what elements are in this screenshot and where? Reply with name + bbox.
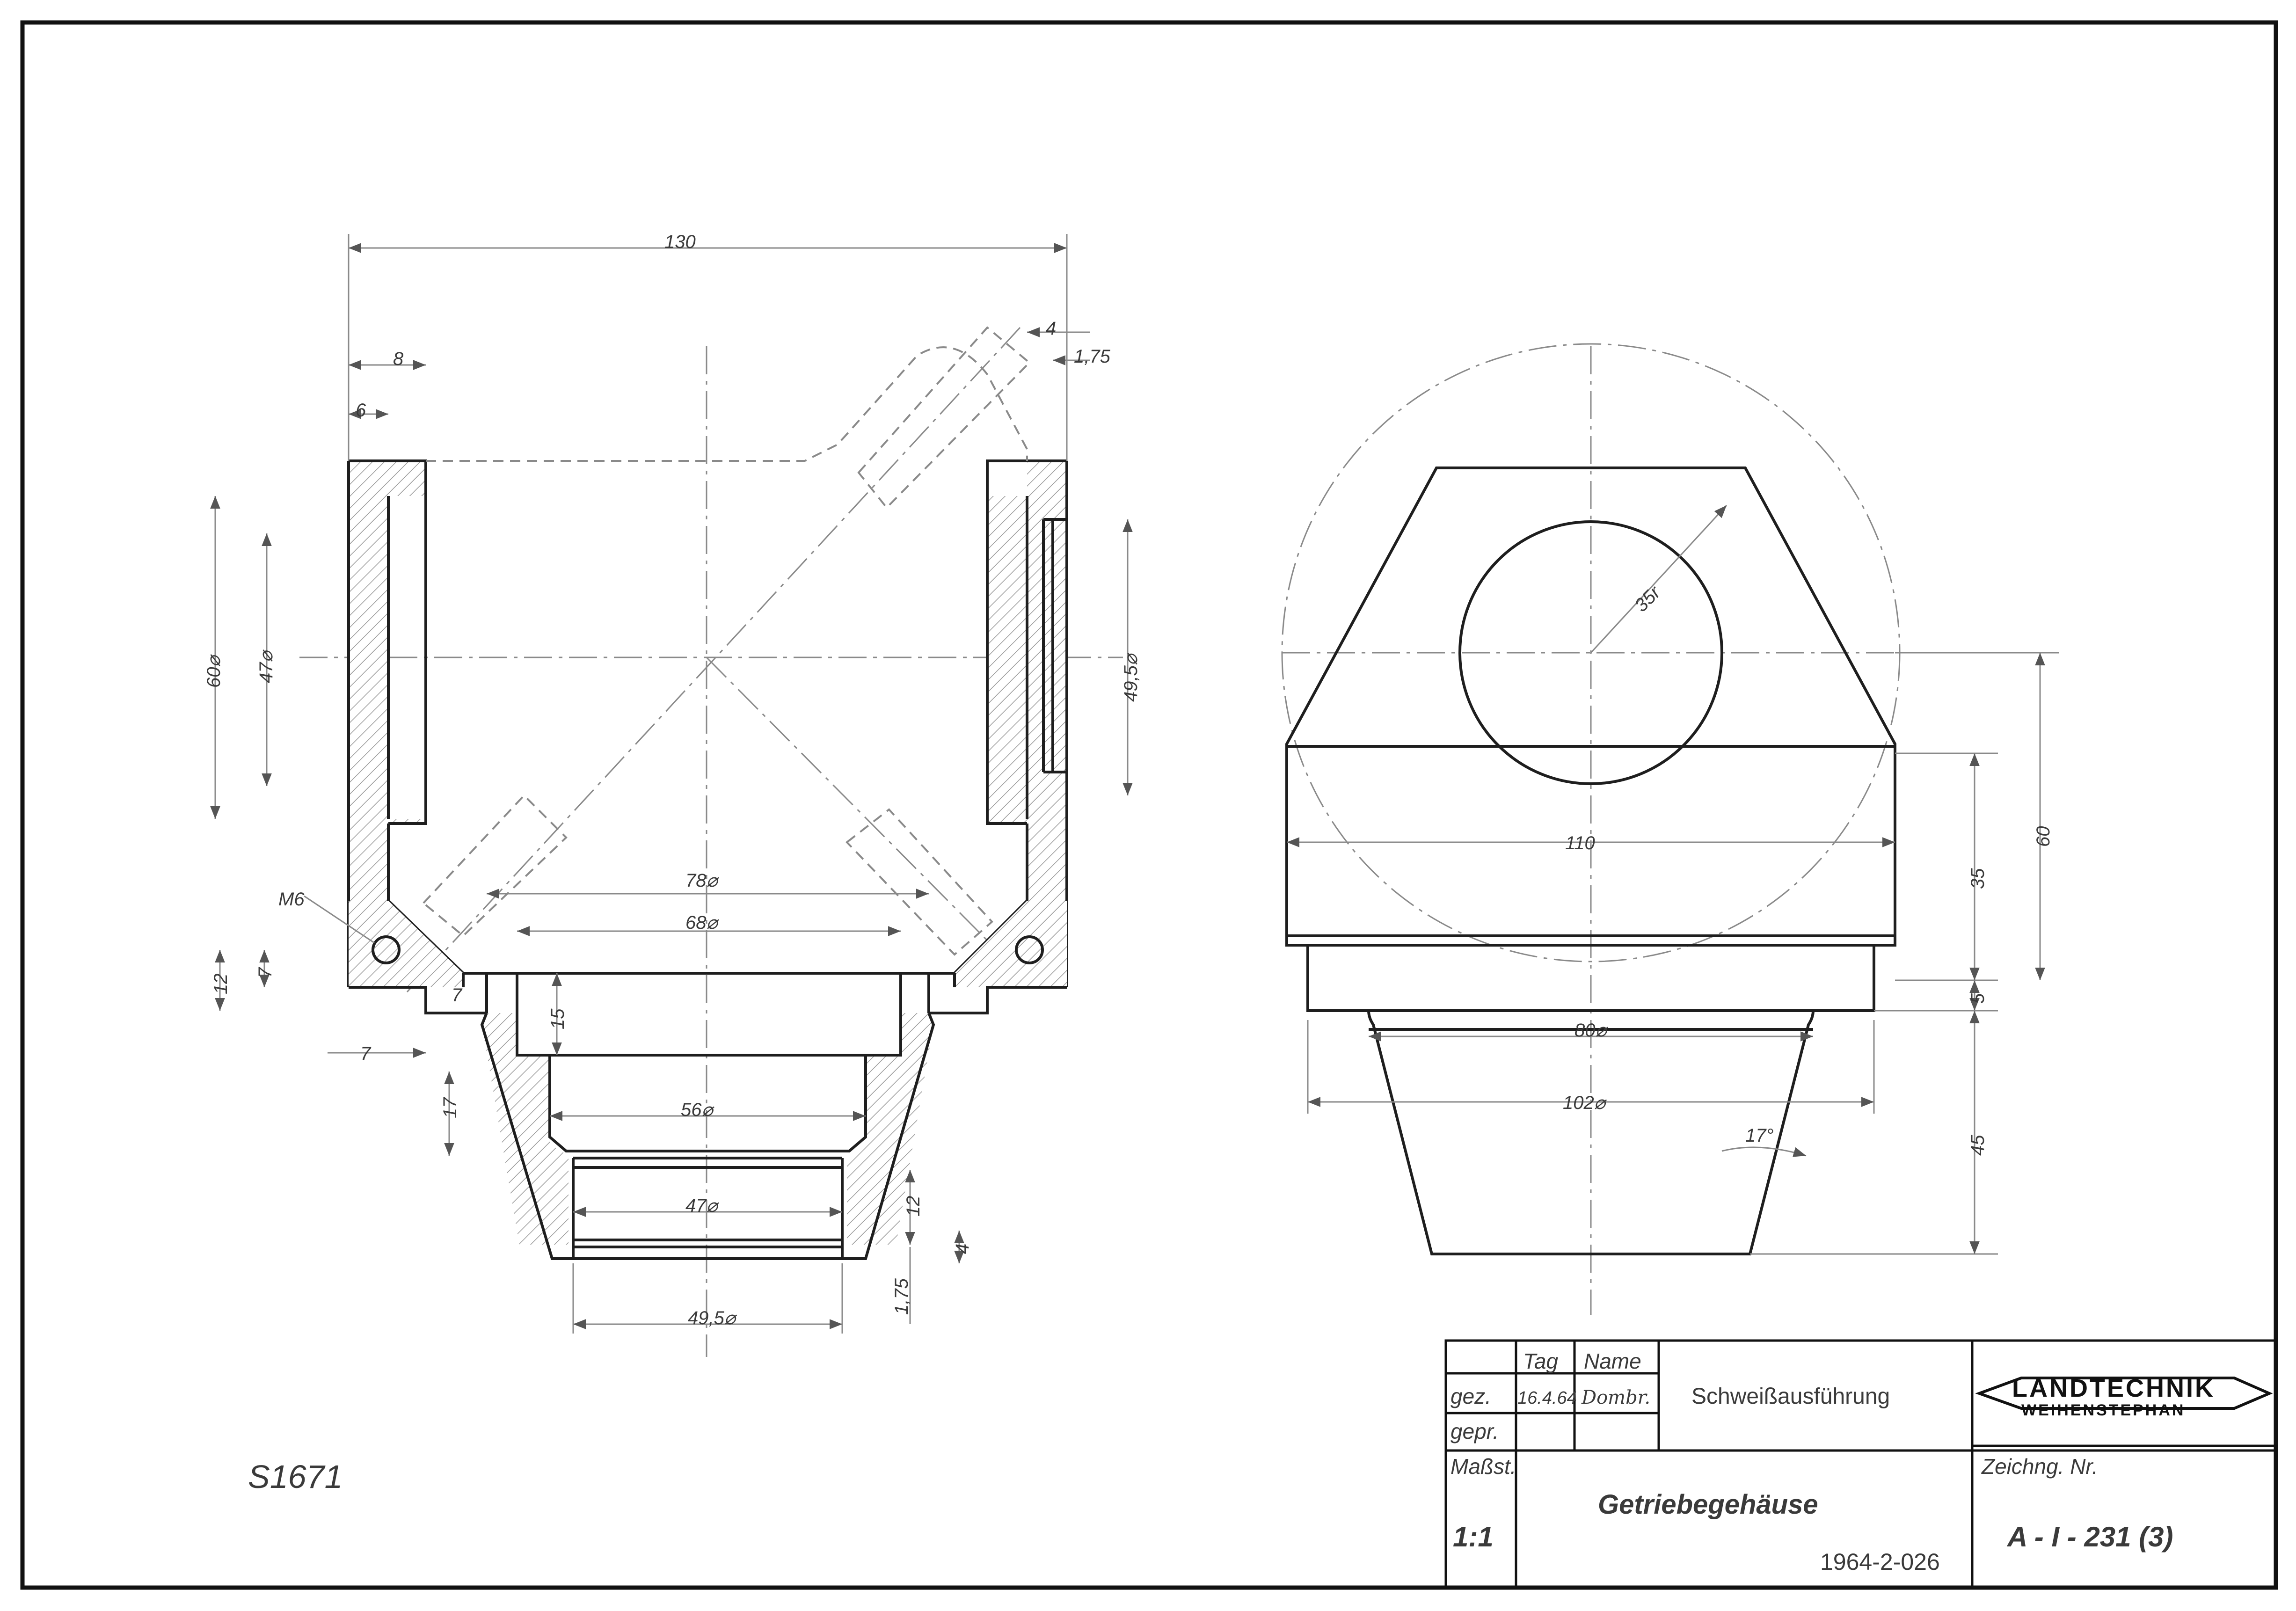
- dim-dia-80: 80⌀: [1574, 1020, 1608, 1041]
- right-view-dimension-labels: 35r 110 60 35 5 80⌀ 102⌀ 45 17°: [1563, 582, 2054, 1156]
- dim-dia-495-right: 49,5⌀: [1121, 652, 1141, 702]
- dim-7-left: 7: [255, 967, 276, 978]
- part-name: Getriebegehäuse: [1598, 1489, 1818, 1520]
- dim-dia-47-bottom: 47⌀: [685, 1195, 719, 1216]
- left-section-view: [210, 234, 1133, 1357]
- dim-12-left: 12: [211, 974, 231, 995]
- header-name: Name: [1584, 1349, 1641, 1373]
- dim-7-bottom: 7: [360, 1043, 372, 1064]
- row-gepr-label: gepr.: [1450, 1419, 1499, 1443]
- description: Schweißausführung: [1691, 1384, 1890, 1409]
- row-gez-label: gez.: [1450, 1384, 1491, 1408]
- scale-value: 1:1: [1453, 1521, 1494, 1553]
- gez-name: Dombr.: [1581, 1387, 1650, 1408]
- dim-overall-width: 130: [664, 232, 696, 252]
- dim-dia-56: 56⌀: [681, 1100, 714, 1120]
- dim-4-bottom: 4: [952, 1244, 973, 1254]
- dim-wall-8: 8: [393, 349, 404, 369]
- reference-number: 1964-2-026: [1820, 1549, 1940, 1575]
- header-tag: Tag: [1523, 1349, 1558, 1373]
- title-block: Tag Name gez. 16.4.64 Dombr. gepr. Schwe…: [1444, 1339, 2277, 1589]
- dim-height-45: 45: [1968, 1135, 1988, 1156]
- gez-date: 16.4.64: [1517, 1388, 1577, 1408]
- scale-label: Maßst.: [1450, 1454, 1516, 1479]
- dim-height-35: 35: [1968, 868, 1988, 889]
- company-logo: LANDTECHNIK WEIHENSTEPHAN: [1975, 1374, 2273, 1419]
- dim-thread-m6: M6: [278, 889, 305, 910]
- dim-dia-47-left: 47⌀: [256, 649, 277, 683]
- dim-height-60: 60: [2033, 826, 2054, 847]
- dim-angle-17: 17°: [1745, 1125, 1774, 1146]
- drawing-number-label: Zeichng. Nr.: [1981, 1454, 2098, 1479]
- svg-text:WEIHENSTEPHAN: WEIHENSTEPHAN: [2021, 1401, 2185, 1419]
- dim-dia-102: 102⌀: [1563, 1093, 1607, 1113]
- svg-text:LANDTECHNIK: LANDTECHNIK: [2012, 1374, 2215, 1402]
- archive-number: S1671: [248, 1458, 343, 1495]
- dim-dia-68: 68⌀: [685, 912, 719, 933]
- dim-wall-6: 6: [356, 400, 366, 421]
- dim-offset-175: 1,75: [1074, 346, 1111, 367]
- dim-175-bottom: 1,75: [891, 1278, 912, 1315]
- dim-7-inner: 7: [452, 985, 463, 1006]
- right-elevation-view: [1281, 343, 2059, 1315]
- dim-offset-4: 4: [1046, 318, 1056, 339]
- dim-dia-495-bottom: 49,5⌀: [688, 1308, 737, 1328]
- dim-15: 15: [547, 1008, 568, 1029]
- drawing-frame: [20, 20, 2278, 1590]
- drawing-number: A - I - 231 (3): [2006, 1521, 2173, 1553]
- dim-width-110: 110: [1565, 833, 1595, 853]
- dim-5: 5: [1968, 993, 1988, 1004]
- dim-dia-60: 60⌀: [204, 654, 224, 688]
- dim-12-bottom: 12: [903, 1196, 924, 1217]
- dim-dia-78: 78⌀: [685, 870, 719, 891]
- dim-radius-35: 35r: [1631, 582, 1665, 616]
- dim-17-left: 17: [440, 1097, 460, 1118]
- left-view-dimension-labels: 130 8 6 4 1,75 60⌀ 47⌀ 49,5⌀ M6 12 7 7 7…: [204, 232, 1141, 1328]
